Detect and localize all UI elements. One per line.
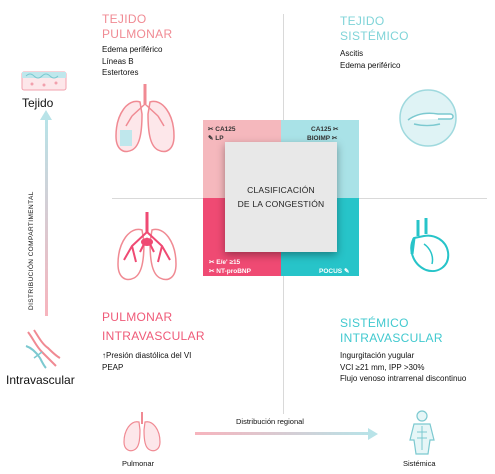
sistemico-intravascular-item: VCI ≥21 mm, IPP >30% <box>340 362 466 374</box>
pulmonar-intravascular-item: ↑Presión diastólica del VI <box>102 350 205 362</box>
pulmonar-intravascular-block: PULMONAR INTRAVASCULAR ↑Presión diastóli… <box>102 310 205 373</box>
axis-right-label: Sistémica <box>403 459 436 468</box>
sistemico-intravascular-title-2: INTRAVASCULAR <box>340 331 466 346</box>
tejido-pulmonar-item: Edema periférico <box>102 44 172 56</box>
vertical-axis-label: DISTRIBUCIÓN COMPARTIMENTAL <box>28 191 35 310</box>
tejido-sistemico-block: TEJIDO SISTÉMICO Ascitis Edema periféric… <box>340 14 409 71</box>
tejido-pulmonar-item: Líneas B <box>102 56 172 68</box>
tejido-pulmonar-title-2: PULMONAR <box>102 27 172 42</box>
tejido-sistemico-title-2: SISTÉMICO <box>340 29 409 44</box>
pulmonar-intravascular-item: PEAP <box>102 362 205 374</box>
sistemico-intravascular-item: Ingurgitación yugular <box>340 350 466 362</box>
lungs-small-icon <box>120 410 164 454</box>
center-classification-box: CLASIFICACIÓN DE LA CONGESTIÓN <box>225 142 337 252</box>
vertical-arrow <box>45 120 48 316</box>
pulmonar-intravascular-title-2: INTRAVASCULAR <box>102 329 205 344</box>
lungs-icon <box>110 80 180 160</box>
scissors-icon: ✂ <box>209 268 214 275</box>
label-bioimp: BIOIMP <box>307 135 330 142</box>
horizontal-arrow-head <box>368 428 378 440</box>
label-lp: LP <box>215 135 223 142</box>
sistemico-intravascular-title-1: SISTÉMICO <box>340 316 466 331</box>
sistemico-intravascular-block: SISTÉMICO INTRAVASCULAR Ingurgitación yu… <box>340 316 466 385</box>
sistemico-intravascular-item: Flujo venoso intrarrenal discontinuo <box>340 373 466 385</box>
pulmonar-intravascular-title-1: PULMONAR <box>102 310 205 325</box>
axis-top-label: Tejido <box>22 96 53 110</box>
label-ntprobnp: NT-proBNP <box>216 268 251 275</box>
tejido-sistemico-item: Edema periférico <box>340 60 409 72</box>
body-icon <box>400 410 444 456</box>
label-ca125-tr: CA125 <box>311 126 331 133</box>
tejido-sistemico-item: Ascitis <box>340 48 409 60</box>
axis-left-label: Pulmonar <box>122 459 154 468</box>
scissors-icon: ✂ <box>208 126 213 133</box>
scissors-icon: ✂ <box>209 259 214 266</box>
horizontal-axis-label: Distribución regional <box>236 417 304 426</box>
axis-bottom-label: Intravascular <box>6 373 75 387</box>
center-title-line2: DE LA CONGESTIÓN <box>238 197 325 211</box>
vertical-axis-label-wrap: DISTRIBUCIÓN COMPARTIMENTAL <box>26 140 40 315</box>
heart-icon <box>404 214 454 276</box>
tejido-pulmonar-item: Estertores <box>102 67 172 79</box>
label-pocus: POCUS <box>319 268 342 275</box>
hand-edema-icon <box>396 86 460 150</box>
tissue-icon <box>18 70 70 92</box>
lungs-icon <box>112 208 182 288</box>
tejido-pulmonar-title-1: TEJIDO <box>102 12 172 27</box>
tejido-pulmonar-block: TEJIDO PULMONAR Edema periférico Líneas … <box>102 12 172 79</box>
tejido-sistemico-title-1: TEJIDO <box>340 14 409 29</box>
vertical-arrow-head <box>40 110 52 120</box>
label-ee: E/e' ≥15 <box>216 259 240 266</box>
scissors-icon: ✂ <box>333 126 338 133</box>
scissors-icon: ✂ <box>332 135 337 142</box>
horizontal-arrow <box>195 432 370 435</box>
pin-icon: ✎ <box>208 135 213 142</box>
center-title-line1: CLASIFICACIÓN <box>247 183 315 197</box>
vessels-icon <box>20 326 64 370</box>
pin-icon: ✎ <box>344 268 349 275</box>
label-ca125-tl: CA125 <box>215 126 235 133</box>
